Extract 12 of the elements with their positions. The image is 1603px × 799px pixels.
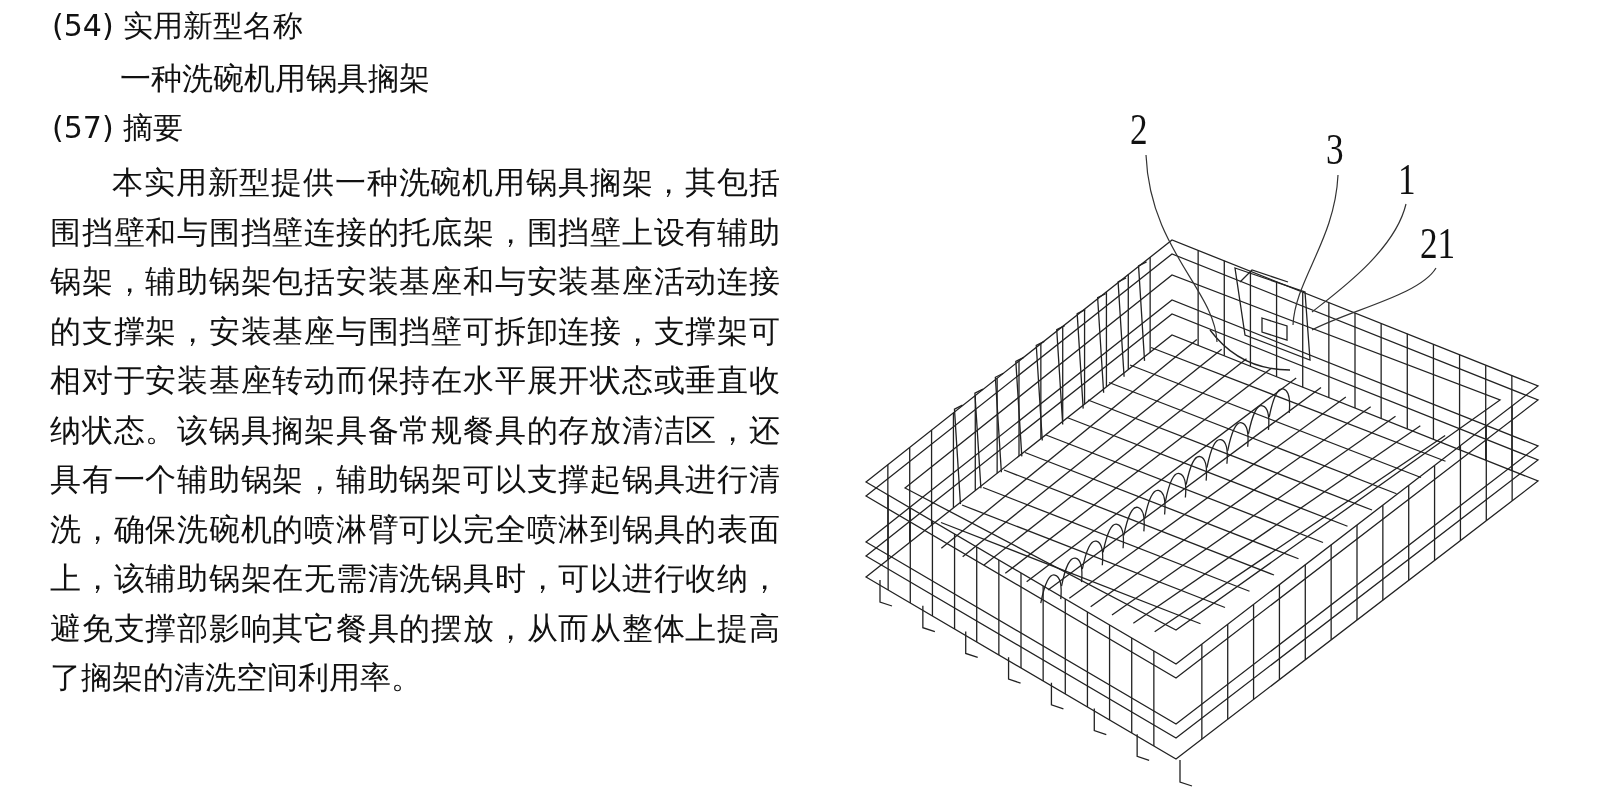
callout-number: 21	[1420, 222, 1456, 266]
section-heading: (57) 摘要	[52, 110, 184, 146]
callout-number: 3	[1326, 128, 1344, 172]
leader-line	[1311, 203, 1407, 313]
section-heading: (54) 实用新型名称	[52, 8, 304, 44]
callout-number: 1	[1398, 158, 1416, 202]
callout-number: 2	[1130, 108, 1148, 152]
leader-line	[1311, 267, 1437, 331]
utility-model-title: 一种洗碗机用锅具搁架	[120, 59, 430, 98]
abstract-paragraph: 本实用新型提供一种洗碗机用锅具搁架，其包括围挡壁和与围挡壁连接的托底架，围挡壁上设有辅助锅架，辅助锅架包括安装基座和与安装基座活动连接的支撑架，安装基座与围挡壁可拆卸连接，支撑架可相对于安装基座转动而保持在水平展开状态或垂直收纳状态。该锅具搁架具备常规餐具的存放清洁区，还具有一个辅助锅架，辅助锅架可以支撑起锅具进行清洗，确保洗碗机的喷淋臂可以完全喷淋到锅具的表面上，该辅助锅架在无需清洗锅具时，可以进行收纳，避免支撑部影响其它餐具的摆放，从而从整体上提高了搁架的清洗空间利用率。	[50, 163, 780, 697]
leader-line	[1292, 174, 1339, 326]
leader-line	[1145, 154, 1218, 343]
